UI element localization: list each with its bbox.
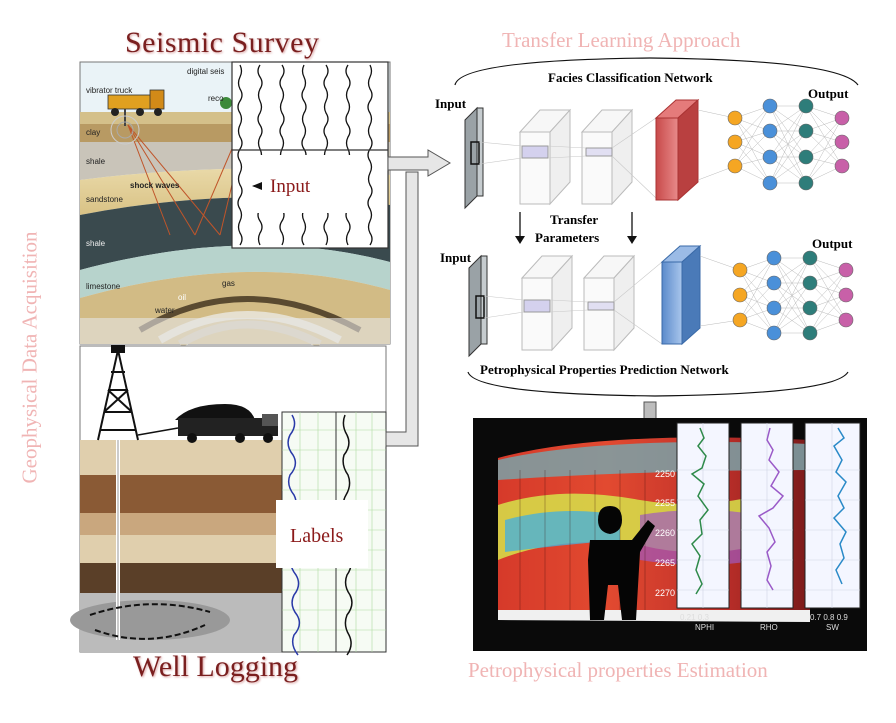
depth-2260: 2260 (655, 528, 675, 538)
layer-gas: gas (222, 279, 235, 288)
nphi-scale: 0.21 0.3 (680, 613, 709, 622)
layer-limestone: limestone (86, 282, 121, 291)
track-label-nphi: NPHI (695, 623, 714, 632)
depth-2270: 2270 (655, 588, 675, 598)
layer-sandstone: sandstone (86, 195, 123, 204)
labels-box-label: Labels (290, 525, 344, 547)
seismic-input-label: Input (270, 176, 311, 197)
vibrator-truck-text: vibrator truck (86, 86, 133, 95)
layer-shale-1: shale (86, 157, 106, 166)
track-label-sw: SW (826, 623, 839, 632)
well-logging-title: Well Logging (133, 650, 299, 683)
layer-shale-2: shale (86, 239, 106, 248)
sw-scale: 0.7 0.8 0.9 (810, 613, 848, 622)
depth-2250: 2250 (655, 469, 675, 479)
facies-network-title: Facies Classification Network (548, 70, 713, 85)
bottom-input-label: Input (440, 250, 472, 265)
transfer-learning-title: Transfer Learning Approach (502, 28, 741, 52)
input-pointer-icon (252, 182, 262, 190)
petrophysical-network (467, 244, 854, 397)
transfer-label-1: Transfer (550, 212, 598, 227)
layer-oil: oil (178, 293, 186, 302)
depth-2255: 2255 (655, 498, 675, 508)
seismic-traces-panel (231, 61, 389, 249)
shock-waves-text: shock waves (130, 181, 180, 190)
transfer-arrows (515, 212, 637, 244)
digital-seis-text: digital seis (187, 67, 224, 76)
top-input-label: Input (435, 96, 467, 111)
transfer-label-2: Parameters (535, 230, 599, 245)
connector-arrows (385, 149, 451, 447)
facies-network (454, 57, 859, 210)
seismic-survey-title: Seismic Survey (125, 26, 320, 59)
petrophysical-estimation-title: Petrophysical properties Estimation (468, 658, 768, 682)
bottom-output-label: Output (812, 236, 853, 251)
petro-visualization (473, 418, 867, 651)
recorder-text: reco (208, 94, 224, 103)
well-log-panel (276, 411, 387, 656)
depth-2265: 2265 (655, 558, 675, 568)
track-label-rho: RHO (760, 623, 778, 632)
layer-clay: clay (86, 128, 100, 137)
layer-water: water (154, 306, 175, 315)
petro-network-title: Petrophysical Properties Prediction Netw… (480, 362, 730, 377)
top-output-label: Output (808, 86, 849, 101)
